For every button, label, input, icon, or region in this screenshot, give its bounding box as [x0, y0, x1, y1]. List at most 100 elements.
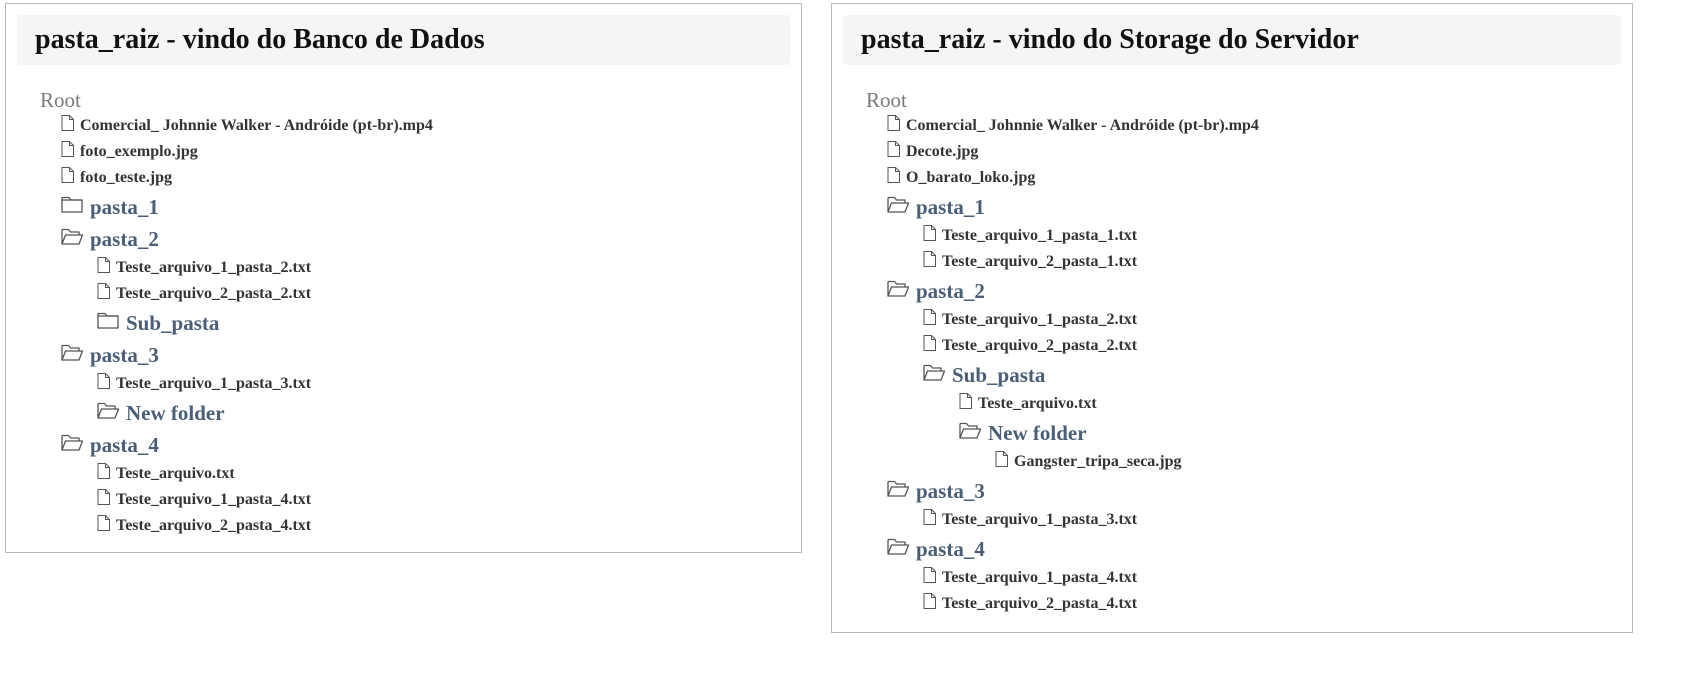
file-icon	[922, 566, 936, 584]
file-name: Teste_arquivo_1_pasta_4.txt	[116, 491, 312, 508]
file-name: Teste_arquivo_1_pasta_3.txt	[942, 511, 1138, 528]
file-icon	[922, 334, 936, 352]
file-icon	[886, 140, 900, 158]
tree-file-item[interactable]: Decote.jpg	[866, 139, 1632, 165]
tree-file-item[interactable]: Teste_arquivo_1_pasta_3.txt	[866, 507, 1632, 533]
file-name: Gangster_tripa_seca.jpg	[1014, 453, 1182, 470]
tree-panel-database: pasta_raiz - vindo do Banco de Dados Roo…	[5, 3, 802, 553]
tree-folder-item[interactable]: pasta_3	[866, 475, 1632, 507]
panel-header: pasta_raiz - vindo do Banco de Dados	[17, 15, 790, 65]
file-name: Teste_arquivo_1_pasta_2.txt	[116, 259, 312, 276]
folder-open-icon	[60, 341, 84, 363]
tree-folder-item[interactable]: pasta_1	[866, 191, 1632, 223]
tree-file-item[interactable]: Teste_arquivo_1_pasta_3.txt	[40, 371, 801, 397]
tree-file-item[interactable]: Teste_arquivo.txt	[866, 391, 1632, 417]
tree-file-item[interactable]: Teste_arquivo_1_pasta_2.txt	[40, 255, 801, 281]
tree-file-item[interactable]: foto_teste.jpg	[40, 165, 801, 191]
folder-name: Sub_pasta	[126, 310, 220, 335]
tree-nodes: Comercial_ Johnnie Walker - Andróide (pt…	[40, 113, 801, 539]
tree-file-item[interactable]: Teste_arquivo_2_pasta_2.txt	[40, 281, 801, 307]
tree-folder-item[interactable]: pasta_4	[866, 533, 1632, 565]
tree-folder-item[interactable]: pasta_4	[40, 429, 801, 461]
tree-file-item[interactable]: foto_exemplo.jpg	[40, 139, 801, 165]
folder-open-icon	[922, 361, 946, 383]
folder-name: pasta_1	[916, 194, 985, 219]
folder-name: New folder	[988, 420, 1087, 445]
tree-folder-item[interactable]: pasta_2	[866, 275, 1632, 307]
tree-file-item[interactable]: Comercial_ Johnnie Walker - Andróide (pt…	[40, 113, 801, 139]
tree-file-item[interactable]: Teste_arquivo_2_pasta_4.txt	[40, 513, 801, 539]
panel-title: pasta_raiz - vindo do Banco de Dados	[35, 24, 485, 55]
file-icon	[96, 256, 110, 274]
folder-open-icon	[60, 431, 84, 453]
file-icon	[96, 488, 110, 506]
file-icon	[958, 392, 972, 410]
tree-file-item[interactable]: Teste_arquivo.txt	[40, 461, 801, 487]
file-name: O_barato_loko.jpg	[906, 169, 1036, 186]
file-icon	[96, 372, 110, 390]
file-name: Teste_arquivo_1_pasta_1.txt	[942, 227, 1138, 244]
tree-folder-item[interactable]: pasta_2	[40, 223, 801, 255]
tree-file-item[interactable]: Teste_arquivo_1_pasta_4.txt	[40, 487, 801, 513]
file-icon	[96, 462, 110, 480]
tree-file-item[interactable]: Teste_arquivo_2_pasta_4.txt	[866, 591, 1632, 617]
file-icon	[60, 140, 74, 158]
folder-open-icon	[886, 277, 910, 299]
file-name: Teste_arquivo.txt	[116, 465, 235, 482]
file-name: foto_exemplo.jpg	[80, 143, 198, 160]
tree-folder-item[interactable]: New folder	[40, 397, 801, 429]
tree-file-item[interactable]: Teste_arquivo_2_pasta_1.txt	[866, 249, 1632, 275]
panel-header: pasta_raiz - vindo do Storage do Servido…	[843, 15, 1621, 65]
folder-name: pasta_3	[90, 342, 159, 367]
folder-closed-icon	[60, 193, 84, 215]
file-icon	[96, 514, 110, 532]
file-icon	[922, 250, 936, 268]
panel-title: pasta_raiz - vindo do Storage do Servido…	[861, 24, 1359, 55]
tree-file-item[interactable]: Teste_arquivo_1_pasta_2.txt	[866, 307, 1632, 333]
folder-open-icon	[886, 193, 910, 215]
file-icon	[96, 282, 110, 300]
file-icon	[886, 166, 900, 184]
tree-folder-item[interactable]: Sub_pasta	[40, 307, 801, 339]
folder-name: pasta_4	[916, 536, 985, 561]
file-icon	[994, 450, 1008, 468]
file-name: Comercial_ Johnnie Walker - Andróide (pt…	[80, 117, 433, 134]
tree-folder-item[interactable]: Sub_pasta	[866, 359, 1632, 391]
tree-file-item[interactable]: Gangster_tripa_seca.jpg	[866, 449, 1632, 475]
folder-open-icon	[96, 399, 120, 421]
file-name: Teste_arquivo_1_pasta_4.txt	[942, 569, 1138, 586]
tree-file-item[interactable]: Teste_arquivo_2_pasta_2.txt	[866, 333, 1632, 359]
file-name: Teste_arquivo_1_pasta_3.txt	[116, 375, 312, 392]
folder-name: New folder	[126, 400, 225, 425]
folder-name: Sub_pasta	[952, 362, 1046, 387]
file-icon	[922, 508, 936, 526]
file-tree: Root Comercial_ Johnnie Walker - Andróid…	[40, 87, 801, 539]
tree-file-item[interactable]: O_barato_loko.jpg	[866, 165, 1632, 191]
file-name: Teste_arquivo.txt	[978, 395, 1097, 412]
file-name: Teste_arquivo_2_pasta_2.txt	[942, 337, 1138, 354]
file-name: Decote.jpg	[906, 143, 979, 160]
file-name: Teste_arquivo_2_pasta_4.txt	[942, 595, 1138, 612]
file-icon	[922, 592, 936, 610]
file-name: Teste_arquivo_2_pasta_2.txt	[116, 285, 312, 302]
tree-file-item[interactable]: Comercial_ Johnnie Walker - Andróide (pt…	[866, 113, 1632, 139]
file-name: Comercial_ Johnnie Walker - Andróide (pt…	[906, 117, 1259, 134]
folder-name: pasta_1	[90, 194, 159, 219]
tree-file-item[interactable]: Teste_arquivo_1_pasta_4.txt	[866, 565, 1632, 591]
file-name: Teste_arquivo_1_pasta_2.txt	[942, 311, 1138, 328]
file-icon	[922, 224, 936, 242]
folder-name: pasta_4	[90, 432, 159, 457]
tree-file-item[interactable]: Teste_arquivo_1_pasta_1.txt	[866, 223, 1632, 249]
tree-nodes: Comercial_ Johnnie Walker - Andróide (pt…	[866, 113, 1632, 617]
tree-root-label[interactable]: Root	[866, 88, 907, 112]
tree-folder-item[interactable]: pasta_1	[40, 191, 801, 223]
folder-open-icon	[958, 419, 982, 441]
folder-name: pasta_3	[916, 478, 985, 503]
tree-root-label[interactable]: Root	[40, 88, 81, 112]
folder-open-icon	[886, 535, 910, 557]
tree-folder-item[interactable]: New folder	[866, 417, 1632, 449]
folder-open-icon	[886, 477, 910, 499]
file-icon	[60, 166, 74, 184]
tree-folder-item[interactable]: pasta_3	[40, 339, 801, 371]
folder-name: pasta_2	[90, 226, 159, 251]
